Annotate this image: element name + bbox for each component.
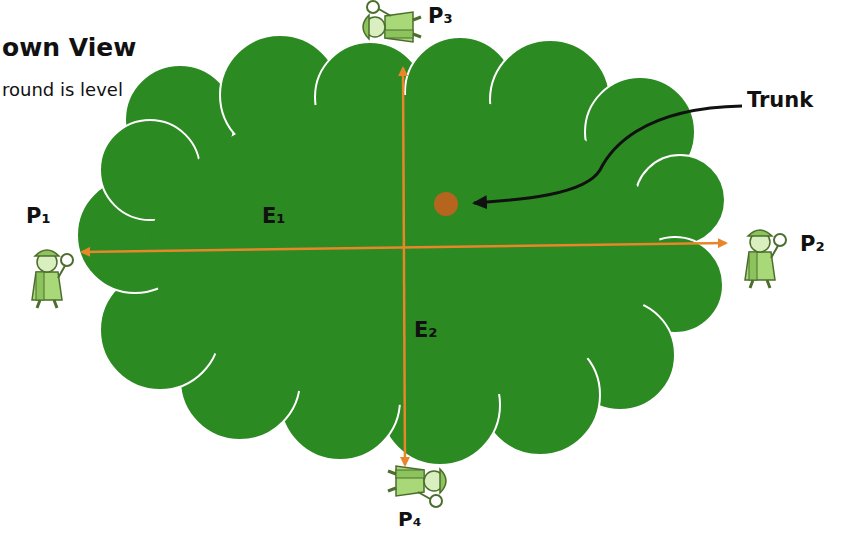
person-label-holder: P₁ [26, 204, 51, 228]
trunk-label: Trunk [747, 88, 813, 112]
extent-label: E₂ [414, 318, 438, 342]
person-label-holder: P₂ [800, 232, 825, 256]
trunk-label-holder: Trunk [747, 88, 813, 112]
view-note: round is level [2, 79, 123, 100]
view-title: own View [2, 33, 136, 62]
extent-label-holder: E₂ [414, 318, 438, 342]
person-label: P₄ [398, 507, 421, 531]
view-note-holder: round is level [2, 80, 123, 101]
person-label: P₃ [428, 4, 453, 28]
person-label: P₁ [26, 204, 51, 228]
extent-label-holder: E₁ [262, 204, 286, 228]
view-title-holder: own View [2, 34, 136, 63]
person-label: P₂ [800, 232, 825, 256]
person-label-holder: P₄ [398, 508, 421, 531]
extent-label: E₁ [262, 204, 286, 228]
person-label-holder: P₃ [428, 4, 453, 28]
